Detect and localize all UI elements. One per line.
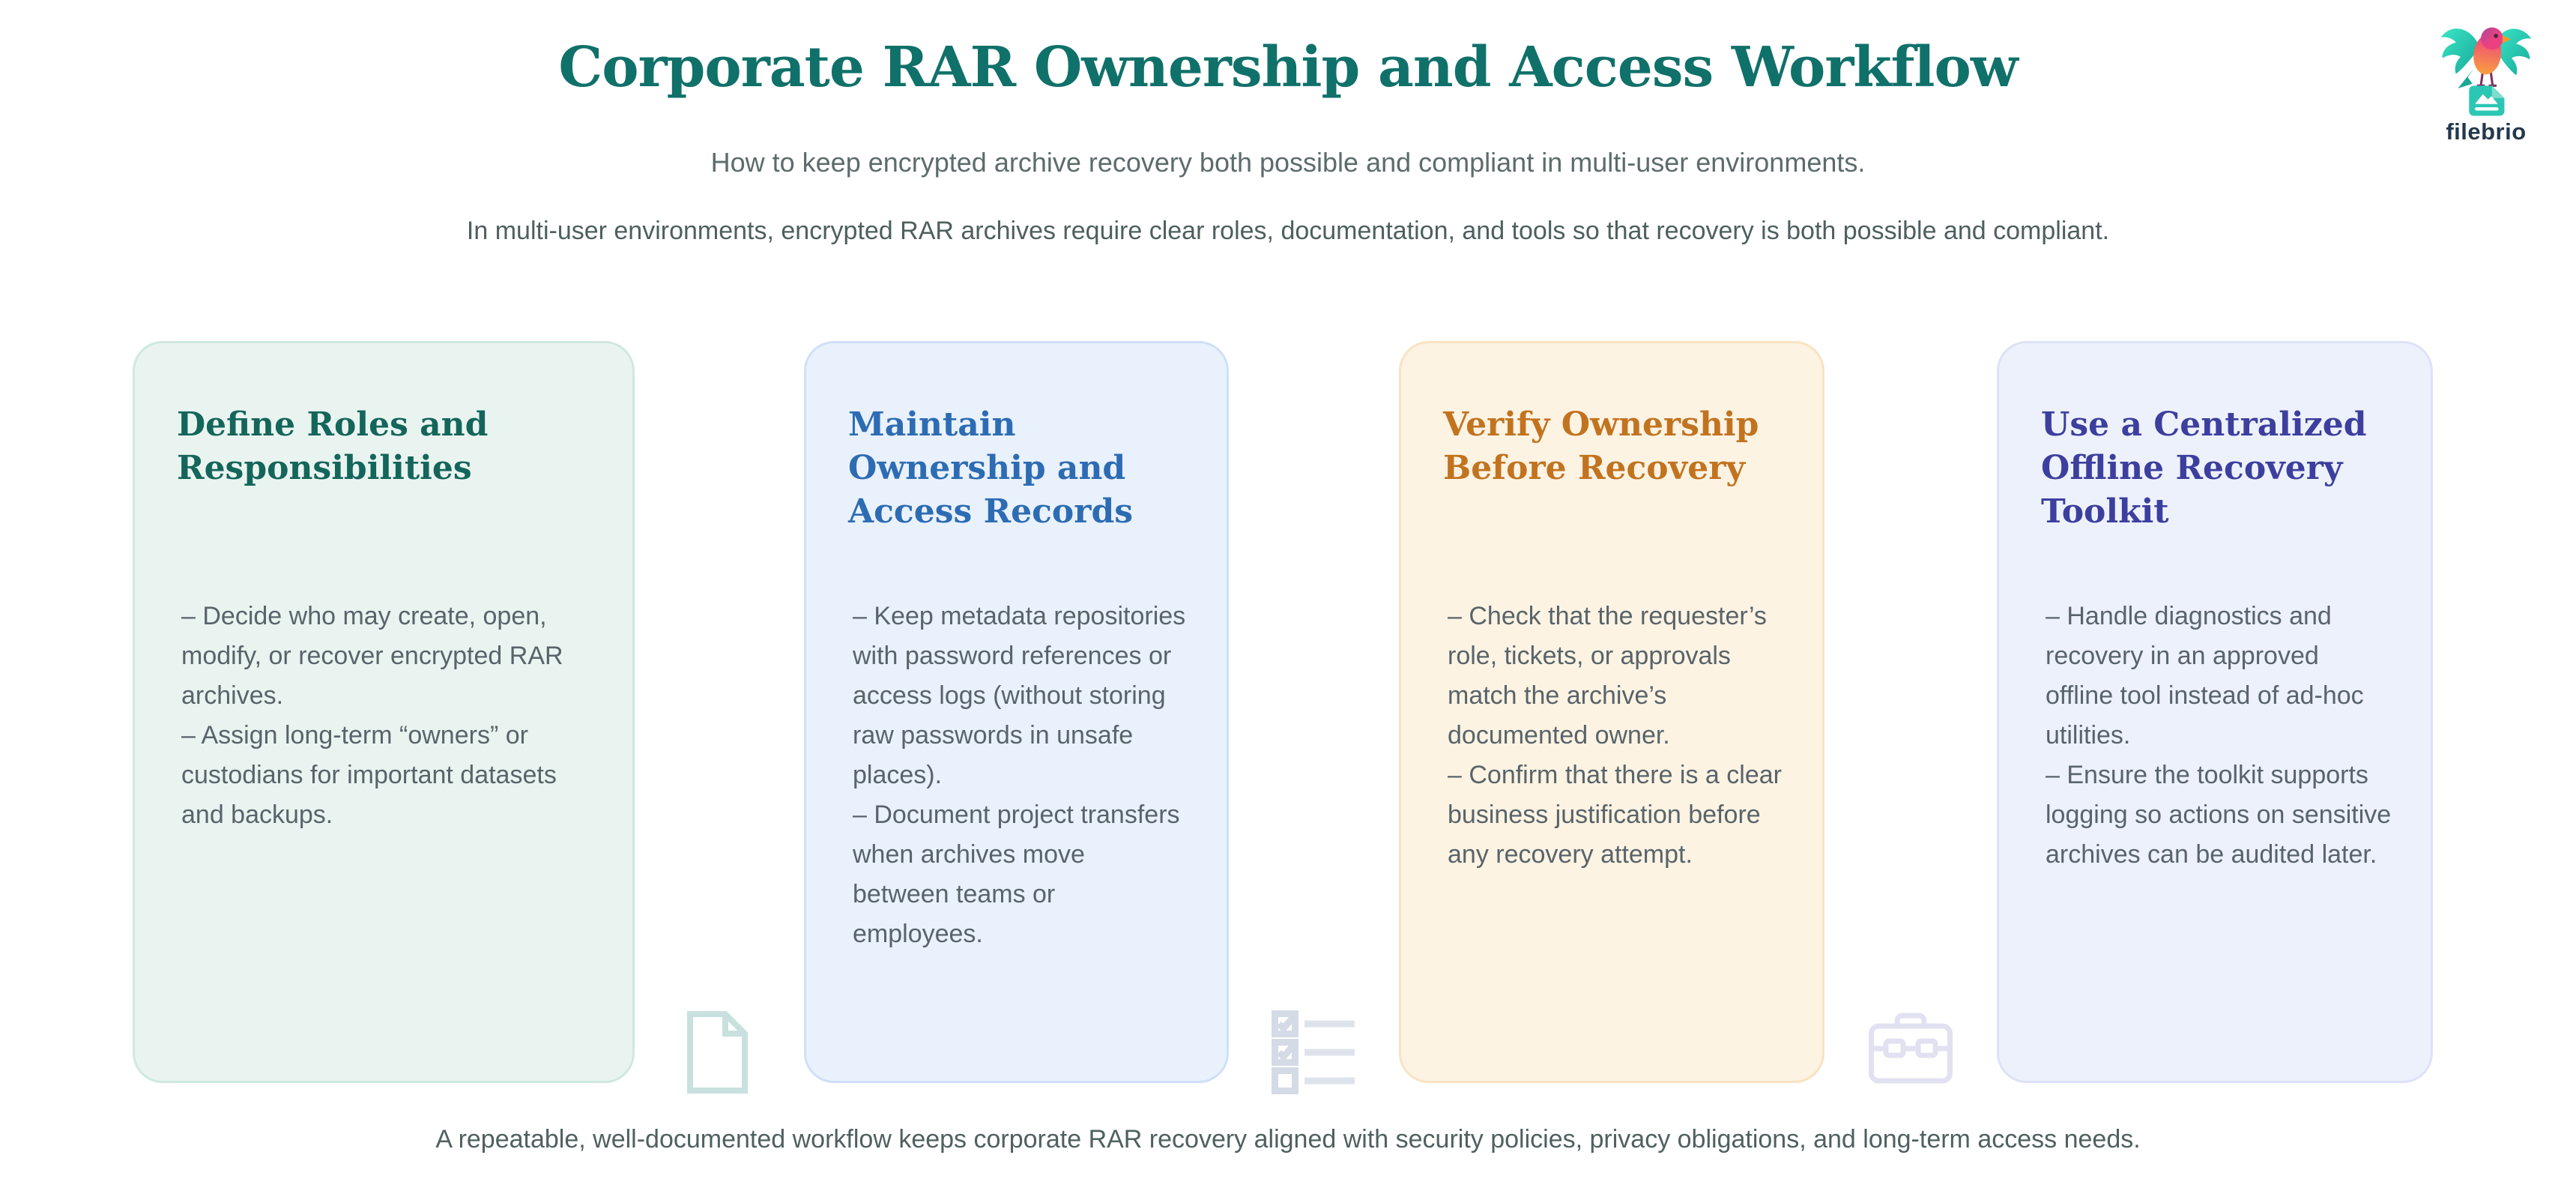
brand-logo: filebrio	[2426, 15, 2546, 145]
page-title: Corporate RAR Ownership and Access Workf…	[558, 35, 2018, 100]
card-body: – Handle diagnostics and recovery in an …	[1999, 597, 2431, 875]
card-title: Define Roles and Responsibilities	[177, 405, 489, 488]
card-point: – Confirm that there is a clear business…	[1448, 761, 1782, 869]
brand-name: filebrio	[2446, 118, 2527, 145]
card-verify-ownership: Verify Ownership Before Recovery – Check…	[1399, 341, 1824, 1083]
card-point: – Decide who may create, open, modify, o…	[181, 602, 563, 710]
card-point: – Ensure the toolkit supports logging so…	[2046, 761, 2392, 869]
bird-logo-icon	[2440, 27, 2532, 116]
card-body: – Check that the requester’s role, ticke…	[1401, 597, 1822, 875]
card-point: – Keep metadata repositories with passwo…	[853, 602, 1186, 789]
card-point: – Assign long-term “owners” or custodian…	[181, 721, 557, 829]
card-title: Verify Ownership Before Recovery	[1443, 405, 1759, 488]
page-intro: In multi-user environments, encrypted RA…	[466, 216, 2110, 245]
card-body: – Keep metadata repositories with passwo…	[806, 597, 1227, 954]
page-header: Corporate RAR Ownership and Access Workf…	[0, 0, 2576, 247]
card-maintain-records: Maintain Ownership and Access Records – …	[804, 341, 1229, 1083]
card-title: Use a Centralized Offline Recovery Toolk…	[2041, 405, 2367, 531]
page-subtitle: How to keep encrypted archive recovery b…	[710, 146, 1866, 178]
card-body: – Decide who may create, open, modify, o…	[135, 597, 632, 835]
toolbox-icon	[1869, 1013, 1953, 1084]
card-offline-toolkit: Use a Centralized Offline Recovery Toolk…	[1997, 341, 2433, 1083]
card-point: – Handle diagnostics and recovery in an …	[2046, 602, 2364, 750]
card-define-roles: Define Roles and Responsibilities – Deci…	[133, 341, 635, 1083]
card-title: Maintain Ownership and Access Records	[848, 405, 1133, 531]
card-point: – Document project transfers when archiv…	[853, 800, 1180, 948]
page-footer: A repeatable, well-documented workflow k…	[435, 1125, 2141, 1154]
workflow-cards-row: Define Roles and Responsibilities – Deci…	[0, 341, 2576, 1094]
document-icon	[687, 1011, 748, 1094]
card-point: – Check that the requester’s role, ticke…	[1448, 602, 1767, 750]
checklist-icon	[1272, 1010, 1355, 1094]
